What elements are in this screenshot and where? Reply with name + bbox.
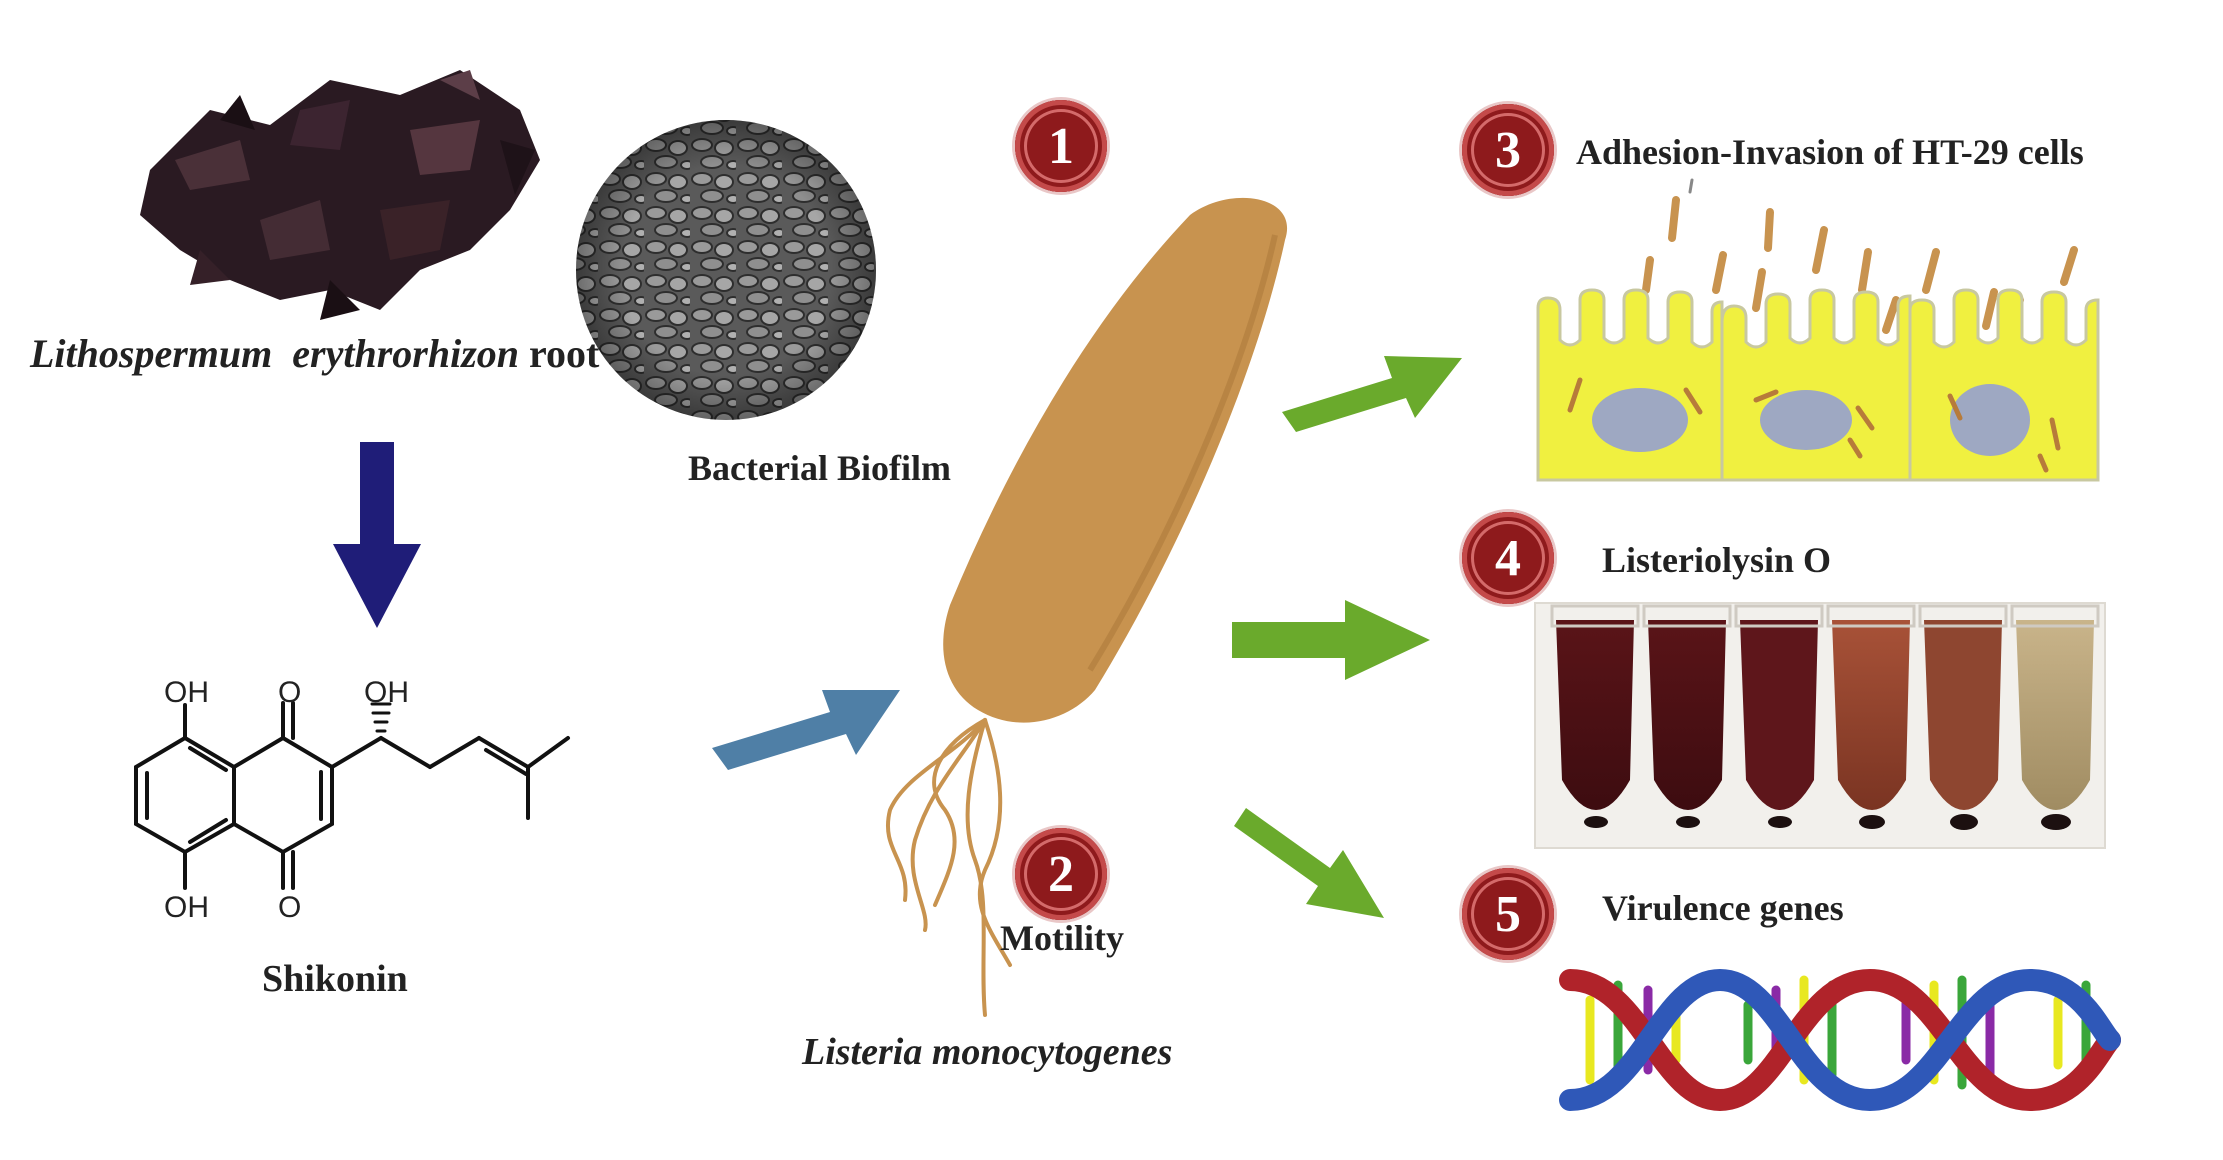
dna-helix-image [1559, 968, 2121, 1112]
bacterium-rod [943, 197, 1288, 723]
compound-name: Shikonin [262, 958, 408, 1000]
atom-label-o-bottom: O [278, 891, 302, 924]
step-badge-3: 3 [1462, 104, 1554, 196]
step-title-4: Listeriolysin O [1602, 540, 1832, 580]
motility-label: Motility [1000, 918, 1124, 958]
root-chips-image [140, 70, 540, 320]
step-title-5: Virulence genes [1602, 888, 1844, 928]
step-badge-5: 5 [1462, 868, 1554, 960]
ht29-cells [1536, 288, 2100, 482]
flagella [886, 718, 1012, 1017]
shikonin-structure [134, 701, 570, 890]
organism-label: Listeria monocytogenes [802, 1031, 1173, 1073]
green-arrow-icon-1 [1282, 356, 1462, 432]
blue-arrow-icon [712, 690, 900, 770]
step-badge-1: 1 [1015, 100, 1107, 192]
atom-label-oh-bottom-left: OH [164, 891, 209, 924]
step-badge-2: 2 [1015, 828, 1107, 920]
atom-label-oh-side: OH [364, 676, 409, 709]
plant-part: root [529, 331, 600, 376]
atom-label-o-top: O [278, 676, 302, 709]
step-title-3: Adhesion-Invasion of HT-29 cells [1576, 132, 2084, 172]
step-badge-4: 4 [1462, 512, 1554, 604]
green-arrow-icon-2 [1232, 600, 1430, 680]
green-arrow-icon-3 [1234, 808, 1384, 918]
biofilm-label: Bacterial Biofilm [688, 448, 951, 488]
down-arrow-icon [333, 442, 421, 628]
atom-label-oh-top-left: OH [164, 676, 209, 709]
plant-species: erythrorhizon [292, 331, 520, 376]
plant-label: Lithospermum erythrorhizon root [30, 334, 599, 374]
plant-genus: Lithospermum [30, 331, 273, 376]
biofilm-sem-image [576, 120, 876, 420]
hemolysis-tubes-image [1534, 602, 2106, 849]
